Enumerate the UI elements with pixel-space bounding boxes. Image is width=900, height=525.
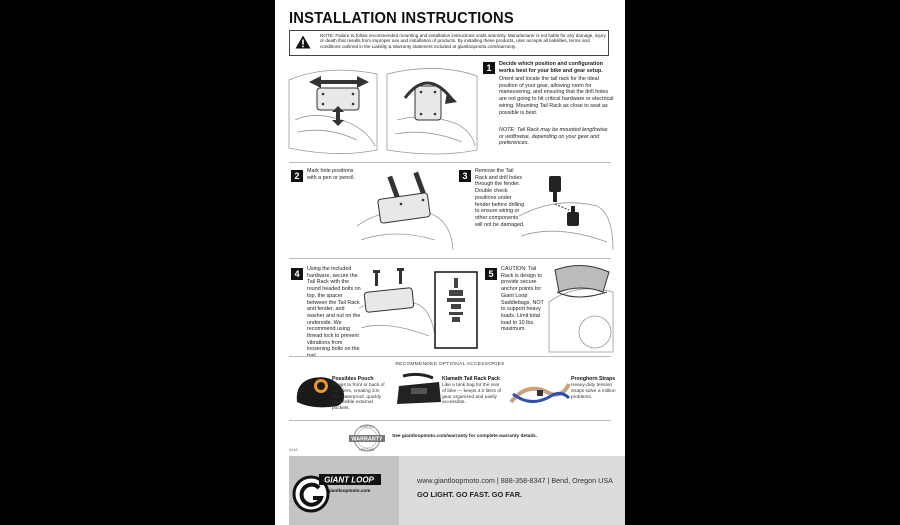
divider [289,356,611,357]
step1-body: Orient and locate the tail rack for the … [499,76,614,116]
step5-number: 5 [485,268,497,280]
accessory-pronghorn-straps: Pronghorn Straps Heavy-duty tension stra… [571,376,619,400]
divider [289,258,611,259]
pronghorn-straps-image [509,383,571,404]
step3-illustration [518,176,614,251]
step2-body: Mark hole positions with a pen or pencil… [307,168,355,181]
warranty-text: See giantloopmoto.com/warranty for compl… [392,434,538,439]
accessories-title: RECOMMENDED OPTIONAL ACCESSORIES [395,362,505,367]
step2-number: 2 [291,170,303,182]
accessory-name: Possibles Pouch [332,376,374,382]
accessory-possibles-pouch: Possibles Pouch Straps to front or back … [332,376,387,412]
accessory-name: Pronghorn Straps [571,376,616,382]
giant-loop-logo: GIANT LOOP giantloopmoto.com [292,474,381,513]
page-title: INSTALLATION INSTRUCTIONS [289,10,514,27]
divider [289,162,611,163]
slogan: GO LIGHT. GO FAST. GO FAR. [417,490,523,499]
warning-note: NOTE: Failure to follow recommended moun… [289,30,609,56]
divider [289,420,611,421]
step4-body: Using the included hardware, secure the … [307,266,361,359]
contact-line: www.giantloopmoto.com | 888-358-8347 | B… [417,476,613,485]
footer: GIANT LOOP giantloopmoto.com www.giantlo… [289,456,625,525]
arrows-icon [309,76,457,126]
warranty-ring-top: LIMITED [360,425,374,429]
logo-text: GIANT LOOP [324,476,374,485]
step1-heading: Decide which position and configuration … [499,61,603,74]
warning-icon [295,35,311,49]
step5-body: CAUTION: Tail Rack is design to provide … [501,266,544,333]
warranty-badge-label: WARRANTY [351,437,383,443]
accessory-desc: Straps to front or back of Panniers, cre… [332,383,385,412]
instruction-sheet: INSTALLATION INSTRUCTIONS NOTE: Failure … [275,0,625,525]
step1-illustration [288,68,478,155]
warning-note-text: NOTE: Failure to follow recommended moun… [320,33,606,49]
step3-number: 3 [459,170,471,182]
step1-number: 1 [483,62,495,74]
klamath-tail-rack-pack-image [397,372,441,404]
accessory-klamath-tail-rack-pack: Klamath Tail Rack Pack Like a tank bag f… [442,376,502,406]
accessory-name: Klamath Tail Rack Pack [442,376,500,382]
step4-number: 4 [291,268,303,280]
drill-icon [549,176,579,226]
step4-illustration [358,268,478,349]
step2-illustration [356,171,454,251]
accessory-desc: Heavy-duty tension straps solve a millio… [571,383,616,400]
accessory-desc: Like a tank bag for the rear of bike — k… [442,383,502,406]
logo-url: giantloopmoto.com [328,488,371,493]
step3-body: Remove the Tail Rack and drill holes thr… [475,168,525,228]
bolt-icon [373,268,404,286]
warranty-ring-bottom: LIFETIME [359,448,375,452]
step5-illustration [548,265,614,353]
warranty-badge-icon: LIMITED LIFETIME WARRANTY [349,424,385,452]
pen-icon [387,171,426,199]
possibles-pouch-image [296,377,345,408]
doc-code: 0418 [289,448,298,452]
step1-note: NOTE: Tail Rack may be mounted lengthwis… [499,127,608,147]
footer-logo-panel: GIANT LOOP giantloopmoto.com [289,456,399,525]
